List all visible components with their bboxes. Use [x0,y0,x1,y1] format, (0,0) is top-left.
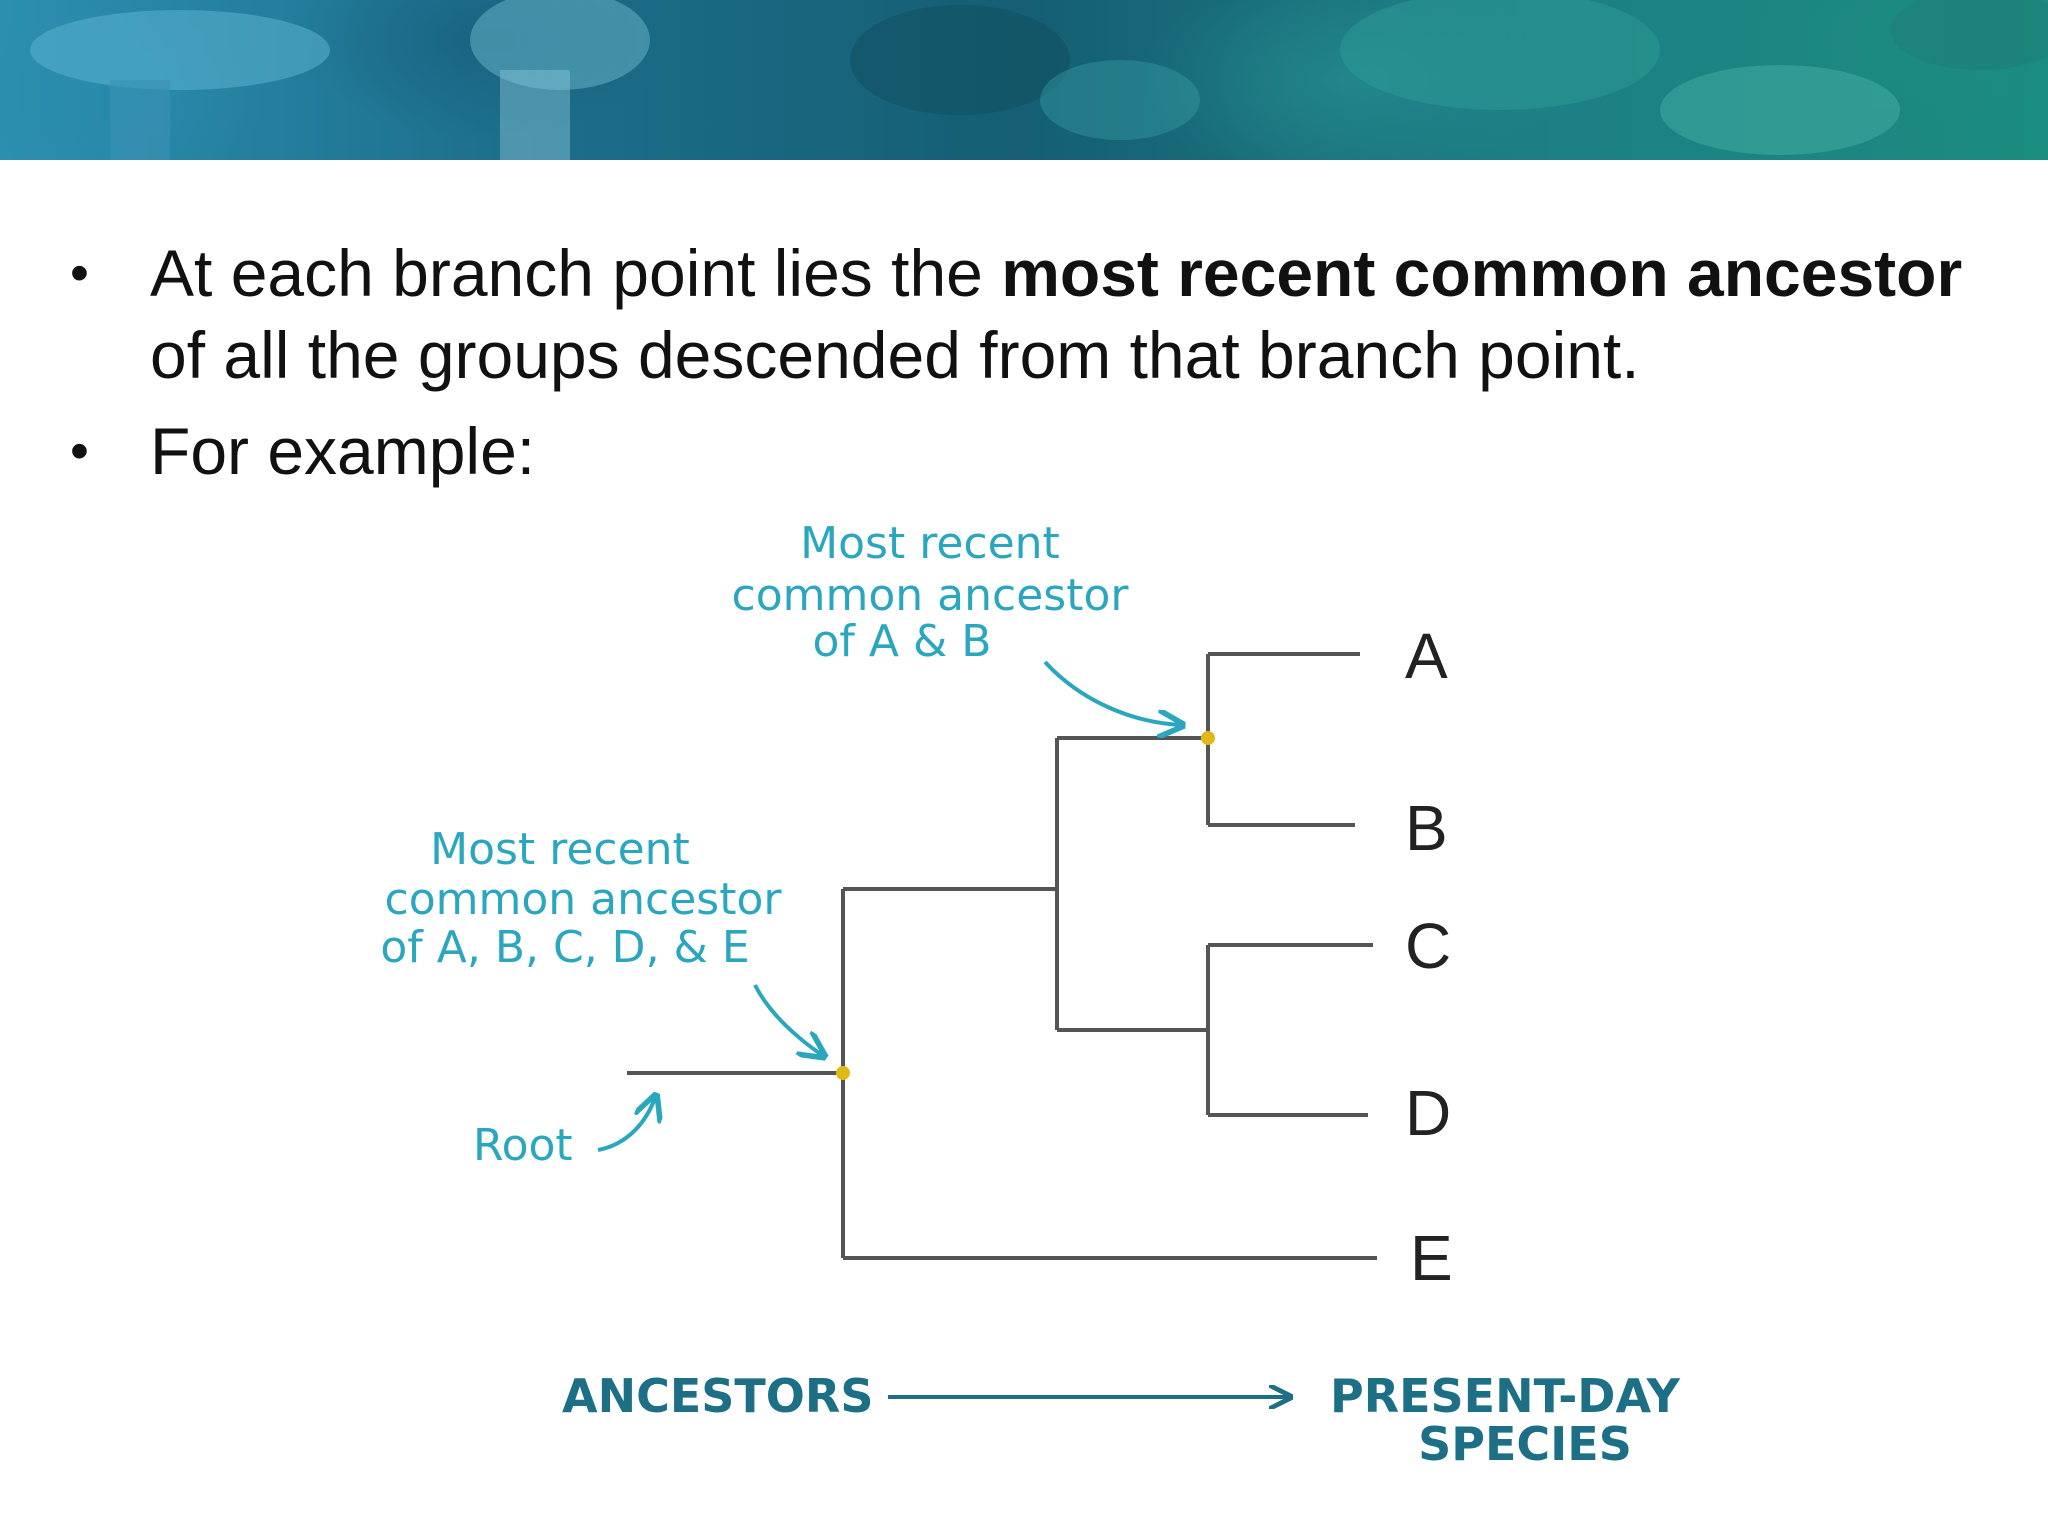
annotation-ab-line1: Most recent [800,518,1060,569]
axis-label-present-day-line1: PRESENT-DAY [1330,1369,1681,1423]
bullet-text-example: For example: [150,414,536,488]
annotation-root-line3: of A, B, C, D, & E [380,922,749,973]
bullet-dot: • [70,243,89,303]
annotation-root-arrow [753,984,822,1055]
axis-label-ancestors: ANCESTORS [562,1369,873,1423]
annotation-root-line1: Most recent [430,824,690,875]
banner-texture [30,0,2048,160]
bullet-text-post: of all the groups descended from that br… [150,318,1640,392]
annotation-root-line2: common ancestor [385,874,783,925]
leaf-label-e: E [1410,1222,1453,1294]
annotation-ab-line3: of A & B [813,616,992,667]
annotation-ab-arrow [1043,660,1180,725]
node-ab-ancestor [1201,731,1215,745]
root-label: Root [473,1120,573,1171]
header-banner-image [0,0,2048,160]
leaf-label-d: D [1405,1077,1451,1149]
bullet-list: • At each branch point lies the most rec… [70,232,1970,492]
leaf-label-a: A [1405,620,1448,692]
bullet-dot: • [70,421,89,481]
axis-label-present-day-line2: SPECIES [1418,1417,1632,1471]
bullet-text-bold: most recent common ancestor [1001,236,1963,310]
bullet-text-pre: At each branch point lies the [150,236,1002,310]
leaf-label-b: B [1405,792,1448,864]
leaf-label-c: C [1405,910,1451,982]
bullet-item-example: • For example: [70,410,1970,492]
annotation-ab-line2: common ancestor [732,570,1130,621]
bullet-item-branch-point: • At each branch point lies the most rec… [70,232,1970,396]
node-root-ancestor [836,1066,850,1080]
root-arrow [597,1098,655,1152]
